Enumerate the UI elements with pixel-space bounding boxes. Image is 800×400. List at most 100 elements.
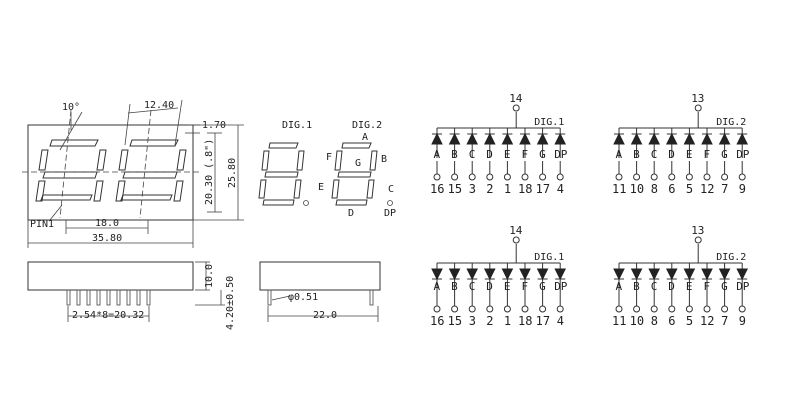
segment-label-f: F — [522, 280, 529, 293]
segment-label-c: C — [651, 148, 658, 161]
pin-terminal — [633, 305, 641, 313]
pin-terminal — [433, 173, 441, 181]
diode-f — [519, 132, 531, 145]
inner-width-label: 18.0 — [95, 218, 119, 229]
segment-label-e: E — [504, 280, 511, 293]
segment-label-d: D — [486, 280, 493, 293]
pin-number: 16 — [430, 182, 444, 196]
digit-height-label: 20.30 (.8") — [204, 139, 215, 205]
diode-d — [665, 132, 678, 145]
segment-label-a: A — [434, 280, 441, 293]
segment-map-digit-1 — [258, 142, 309, 206]
segment-label-d: D — [668, 148, 675, 161]
pin-number: 15 — [448, 314, 462, 328]
angle-label: 10° — [62, 102, 80, 113]
pin-number: 17 — [536, 182, 550, 196]
pin-terminal — [468, 173, 476, 181]
total-height-label: 25.80 — [227, 158, 238, 188]
segment-label-a: A — [616, 148, 623, 161]
pin-terminal — [486, 305, 494, 313]
diode-f — [701, 268, 713, 281]
diode-dp — [736, 268, 749, 281]
pin-number: 12 — [700, 314, 714, 328]
segment-label-dp: DP — [736, 280, 750, 293]
segment-label-dp: DP — [384, 208, 396, 219]
segment-label-e: E — [686, 280, 693, 293]
diode-c — [648, 132, 661, 145]
segment-label-dp: DP — [554, 148, 568, 161]
pin-number: 18 — [518, 182, 532, 196]
pin-terminal — [738, 173, 746, 181]
segment-label-a: A — [362, 132, 368, 143]
pin-terminal — [451, 305, 459, 313]
segment-label-f: F — [522, 148, 529, 161]
pin-pitch-label: 2.54*8=20.32 — [72, 310, 144, 321]
circuit-common-anode: 14DIG.1A16B15C3D2E1F18G17DP413DIG.2A11B1… — [430, 92, 750, 196]
segment-label-d: D — [668, 280, 675, 293]
segment-label-b: B — [633, 280, 640, 293]
total-width-label: 35.80 — [92, 233, 122, 244]
segment-label-e: E — [686, 148, 693, 161]
pin-terminal — [738, 305, 746, 313]
pin-number: 7 — [721, 314, 728, 328]
pin-terminal — [556, 305, 564, 313]
pin-number: 6 — [668, 182, 675, 196]
common-pin-terminal — [512, 104, 520, 112]
pin-number: 6 — [668, 314, 675, 328]
pin-terminal — [503, 173, 511, 181]
segment-label-g: G — [355, 158, 361, 169]
pin-terminal — [486, 173, 494, 181]
pin-terminal — [539, 173, 547, 181]
side-width-label: 22.0 — [313, 310, 337, 321]
diode-c — [466, 132, 479, 145]
diode-f — [519, 268, 531, 281]
segment-label-e: E — [504, 148, 511, 161]
pin-number: 16 — [430, 314, 444, 328]
segment-label-d: D — [348, 208, 354, 219]
pin-diameter-label: φ0.51 — [288, 292, 318, 303]
pin-length-label: 4.20±0.50 — [225, 276, 236, 330]
common-pin-number: 13 — [691, 224, 704, 237]
segment-label-dp: DP — [554, 280, 568, 293]
diode-a — [613, 132, 625, 145]
diode-a — [431, 268, 443, 281]
pins — [66, 289, 151, 306]
pin-terminal — [615, 305, 623, 313]
diode-b — [630, 268, 643, 281]
segment-label-b: B — [381, 154, 387, 165]
pin-terminal — [721, 305, 729, 313]
diode-b — [448, 268, 461, 281]
pin-number: 2 — [486, 182, 493, 196]
digit-label: DIG.1 — [534, 117, 564, 128]
segment-label-c: C — [651, 280, 658, 293]
pin-terminal — [539, 305, 547, 313]
digit-label: DIG.2 — [716, 117, 746, 128]
circuit-diagrams: 14DIG.1A16B15C3D2E1F18G17DP413DIG.2A11B1… — [430, 92, 750, 328]
pin-terminal — [521, 305, 529, 313]
pin-terminal — [650, 305, 658, 313]
pin-number: 1 — [504, 182, 511, 196]
pin-terminal — [433, 305, 441, 313]
pin-terminal — [468, 305, 476, 313]
pin-number: 9 — [739, 182, 746, 196]
pin-terminal — [685, 305, 693, 313]
pin-number: 17 — [536, 314, 550, 328]
diode-c — [466, 268, 479, 281]
pin-terminal — [503, 305, 511, 313]
segment-map-dig1-label: DIG.1 — [282, 120, 312, 131]
pin-number: 11 — [612, 182, 626, 196]
segment-label-g: G — [539, 148, 546, 161]
segment-label-b: B — [451, 148, 458, 161]
diode-a — [613, 268, 625, 281]
pin-terminal — [685, 173, 693, 181]
segment-label-e: E — [318, 182, 324, 193]
segment-label-g: G — [721, 280, 728, 293]
pin-number: 2 — [486, 314, 493, 328]
diode-e — [501, 268, 514, 281]
diode-g — [718, 132, 731, 145]
common-pin-terminal — [694, 104, 702, 112]
diode-f — [701, 132, 713, 145]
pin-number: 3 — [469, 182, 476, 196]
